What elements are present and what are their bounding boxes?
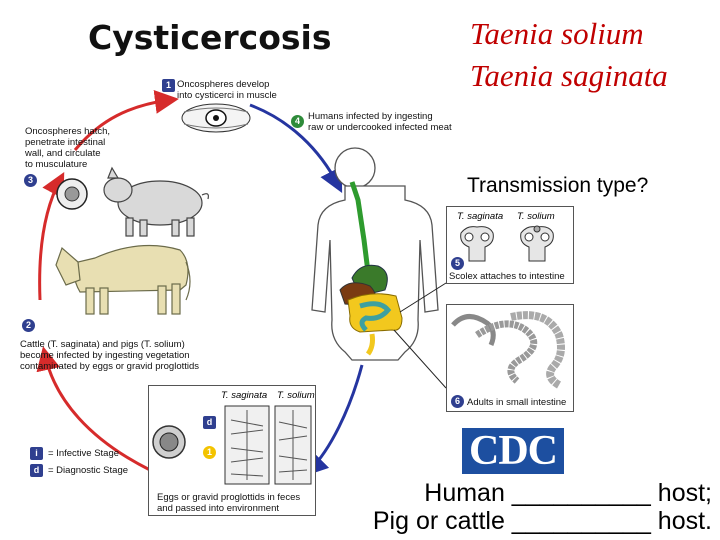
scolex-panel: T. saginata T. solium 5 Scolex attaches … xyxy=(446,206,574,284)
step-6-badge: 6 xyxy=(451,395,464,408)
infective-badge: 1 xyxy=(203,446,216,459)
animal-host-blank: Pig or cattle __________ host. xyxy=(372,507,712,535)
eggs-panel: T. saginata T. solium d 1 Eggs or gravid… xyxy=(148,385,316,516)
legend-diagnostic-badge: d xyxy=(30,464,43,477)
proglottid-solium-icon xyxy=(274,405,312,485)
scolex-solium-icon xyxy=(520,225,554,262)
legend-infective-badge: i xyxy=(30,447,43,460)
scolex-icons xyxy=(460,225,554,262)
cow-illustration xyxy=(55,244,191,315)
step-1-badge: 1 xyxy=(162,79,175,92)
step-4-text: Humans infected by ingesting raw or unde… xyxy=(308,111,452,133)
adult-tapeworm-panel: 6 Adults in small intestine xyxy=(446,304,574,412)
step-6-text: Adults in small intestine xyxy=(467,397,567,408)
step-2-text: Cattle (T. saginata) and pigs (T. solium… xyxy=(20,339,200,372)
step-3-badge: 3 xyxy=(24,174,37,187)
egg-label-saginata: T. saginata xyxy=(221,390,268,401)
legend-infective-text: = Infective Stage xyxy=(48,448,120,459)
scolex-label-saginata: T. saginata xyxy=(457,211,504,222)
species-name-2: Taenia saginata xyxy=(470,58,668,93)
tapeworm-illustration xyxy=(451,311,565,389)
step-5-text: Scolex attaches to intestine xyxy=(449,271,565,282)
arrow-red-bottom xyxy=(36,346,151,472)
pointer-line-scolex xyxy=(399,282,447,313)
step-5-badge: 5 xyxy=(451,257,464,270)
cysticercus-icon xyxy=(181,103,251,133)
step-2-badge: 2 xyxy=(22,319,35,332)
proglottid-saginata-icon xyxy=(224,405,270,485)
arrow-blue-top xyxy=(249,103,343,194)
egg-icon xyxy=(152,425,186,459)
diagnostic-badge: d xyxy=(203,416,216,429)
arrow-blue-bottom xyxy=(303,364,364,477)
oncosphere-icon xyxy=(56,178,88,210)
arrow-red-left xyxy=(38,172,65,301)
digestive-tract-illustration xyxy=(339,181,403,356)
arrow-red-top xyxy=(73,89,179,151)
page-title: Cysticercosis xyxy=(88,18,332,57)
human-host-blank: Human __________ host; xyxy=(424,479,712,507)
species-name-1: Taenia solium xyxy=(470,16,644,51)
scolex-saginata-icon xyxy=(460,226,494,262)
eggs-caption: Eggs or gravid proglottids in feces and … xyxy=(157,492,301,514)
step-4-badge: 4 xyxy=(291,115,304,128)
cdc-logo: CDC xyxy=(462,428,564,474)
transmission-question: Transmission type? xyxy=(467,174,649,197)
legend-diagnostic-text: = Diagnostic Stage xyxy=(48,465,129,476)
scolex-label-solium: T. solium xyxy=(517,211,555,222)
step-1-text: Oncospheres develop into cysticerci in m… xyxy=(177,79,277,101)
egg-proglottid-icons xyxy=(152,405,312,485)
pig-illustration xyxy=(103,166,209,237)
pointer-line-adults xyxy=(393,329,447,389)
egg-label-solium: T. solium xyxy=(277,390,315,401)
step-3-text: Oncospheres hatch, penetrate intestinal … xyxy=(25,126,111,170)
